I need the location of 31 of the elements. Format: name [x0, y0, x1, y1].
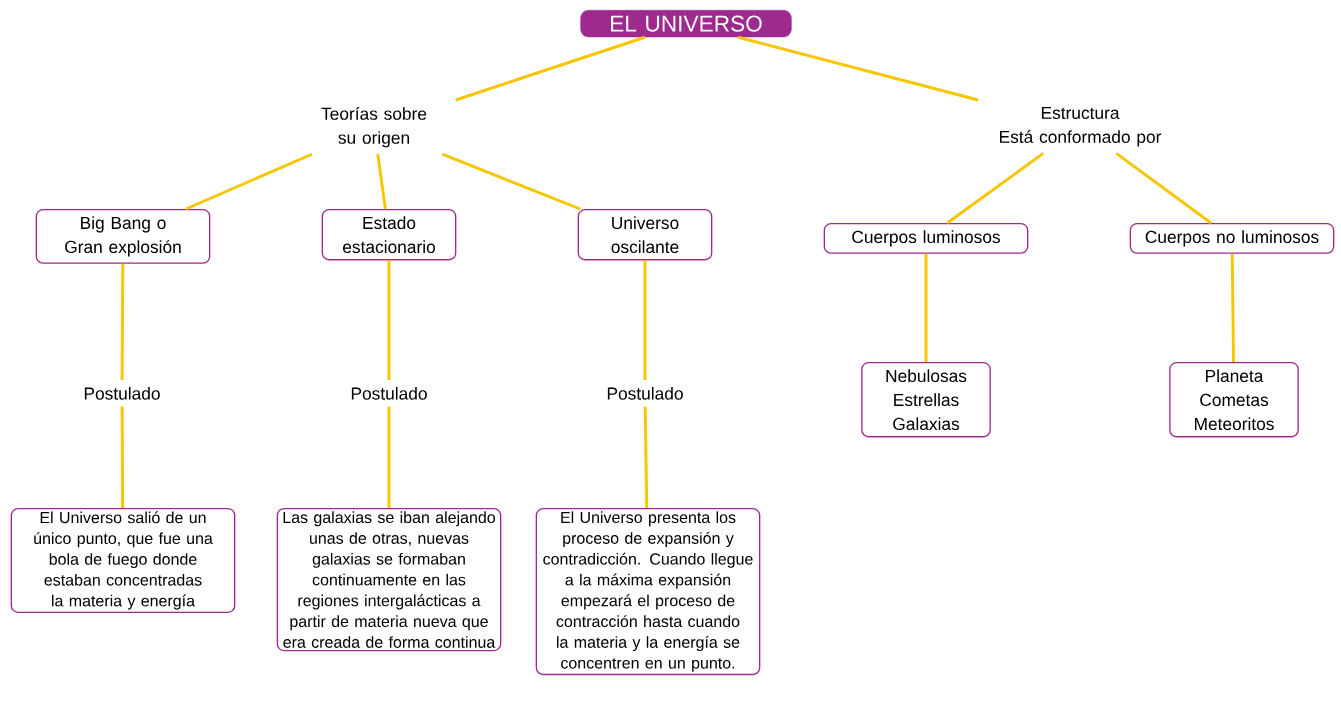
- branch-label: Postulado: [351, 386, 427, 400]
- connector-line: [441, 152, 581, 211]
- branch-label: Estructura Está conformado por: [1000, 106, 1162, 147]
- description-box: El Universo salió de un único punto, que fue una bola de fuego donde estaban concentradas la materia y energía: [10, 508, 236, 613]
- connector-line: [120, 263, 125, 380]
- connector-line: [737, 35, 979, 102]
- branch-label: Postulado: [84, 386, 160, 400]
- connector-line: [946, 152, 1045, 225]
- connector-line: [924, 253, 928, 362]
- connector-line: [1115, 152, 1212, 225]
- concept-box: Cuerpos luminosos: [823, 223, 1029, 254]
- branch-label: Teorías sobre su origen: [321, 106, 427, 148]
- concept-box: Universo oscilante: [577, 209, 713, 261]
- connector-line: [120, 406, 125, 508]
- concept-box: Big Bang o Gran explosión: [35, 209, 211, 264]
- title-box: EL UNIVERSO: [580, 10, 792, 38]
- connector-line: [643, 260, 647, 380]
- concept-box: Planeta Cometas Meteoritos: [1169, 362, 1299, 438]
- connector-line: [643, 406, 649, 509]
- connector-line: [455, 35, 646, 102]
- connector-line: [376, 154, 387, 210]
- concept-box: Estado estacionario: [321, 209, 457, 261]
- concept-box: Cuerpos no luminosos: [1129, 223, 1335, 254]
- description-box: Las galaxias se iban alejando unas de otras, nuevas galaxias se formaban continuamente en las regiones intergalácticas a partir de materia nueva que era creada de forma continua: [276, 508, 502, 652]
- connector-line: [185, 152, 313, 211]
- connector-line: [387, 406, 391, 508]
- connector-line: [387, 260, 391, 380]
- description-box: El Universo presenta los proceso de expansión y contradicción. Cuando llegue a la máxima expansión empezará el proceso de contracción hasta cuando la materia y la energía se concentren en un punto.: [535, 508, 761, 676]
- connector-line: [1230, 253, 1235, 363]
- branch-label: Postulado: [607, 386, 683, 400]
- concept-box: Nebulosas Estrellas Galaxias: [861, 362, 991, 438]
